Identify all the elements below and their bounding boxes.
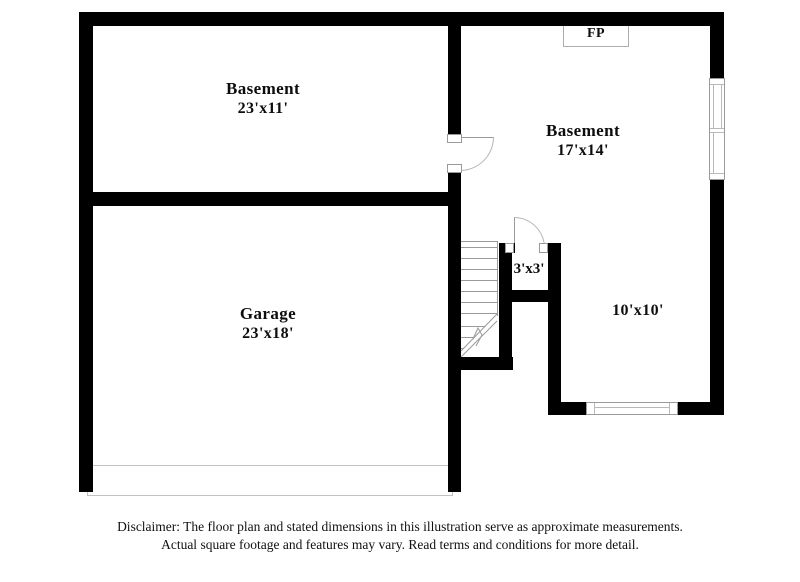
outer-wall-right-lower — [710, 180, 724, 415]
room-label-closet: 3'x3' — [496, 261, 562, 278]
stair-bottom-wall — [448, 357, 513, 370]
center-wall-lower — [448, 173, 461, 492]
garage-door — [87, 465, 453, 496]
bottom-wall-window — [586, 402, 678, 415]
stairs — [460, 241, 498, 357]
divider-wall-basement-garage — [79, 192, 461, 206]
closet-bottom-wall — [499, 290, 561, 302]
outer-wall-left — [79, 12, 93, 492]
bottom-wall-right-segment — [678, 402, 724, 415]
room-dimensions: 23'x11' — [237, 100, 289, 117]
disclaimer-line-1: Disclaimer: The floor plan and stated di… — [117, 519, 683, 534]
window-mullion — [713, 132, 714, 173]
window-mullion — [710, 84, 724, 85]
outer-wall-right-upper — [710, 12, 724, 78]
room-dimensions: 23'x18' — [242, 325, 294, 342]
window-mullion — [713, 84, 714, 129]
room-dimensions: 3'x3' — [513, 261, 545, 277]
window-mullion — [595, 407, 669, 408]
center-wall-upper — [448, 26, 461, 134]
window-mullion — [710, 132, 724, 133]
room-10x10-left-wall — [548, 243, 561, 415]
disclaimer: Disclaimer: The floor plan and stated di… — [0, 518, 800, 553]
door-jamb — [505, 243, 514, 253]
room-name: Basement — [225, 79, 301, 98]
door-jamb — [539, 243, 548, 253]
right-wall-window — [709, 78, 725, 180]
window-end-cap — [594, 403, 595, 414]
door-jamb — [447, 134, 462, 143]
window-end-cap — [669, 403, 670, 414]
room-dimensions: 10'x10' — [612, 302, 664, 319]
fireplace-label: FP — [586, 26, 606, 41]
window-mullion — [710, 173, 724, 174]
room-name: Basement — [545, 121, 621, 140]
bottom-wall-left-segment — [548, 402, 586, 415]
room-name: Garage — [239, 304, 297, 323]
room-label-basement-left: Basement 23'x11' — [168, 79, 358, 118]
room-label-garage: Garage 23'x18' — [173, 304, 363, 343]
door-jamb — [447, 164, 462, 173]
room-label-10x10: 10'x10' — [574, 301, 702, 320]
room-label-basement-right: Basement 17'x14' — [488, 121, 678, 160]
window-mullion — [710, 128, 724, 129]
room-dimensions: 17'x14' — [557, 142, 609, 159]
outer-wall-top — [79, 12, 724, 26]
disclaimer-line-2: Actual square footage and features may v… — [161, 536, 639, 552]
window-mullion — [721, 84, 722, 129]
